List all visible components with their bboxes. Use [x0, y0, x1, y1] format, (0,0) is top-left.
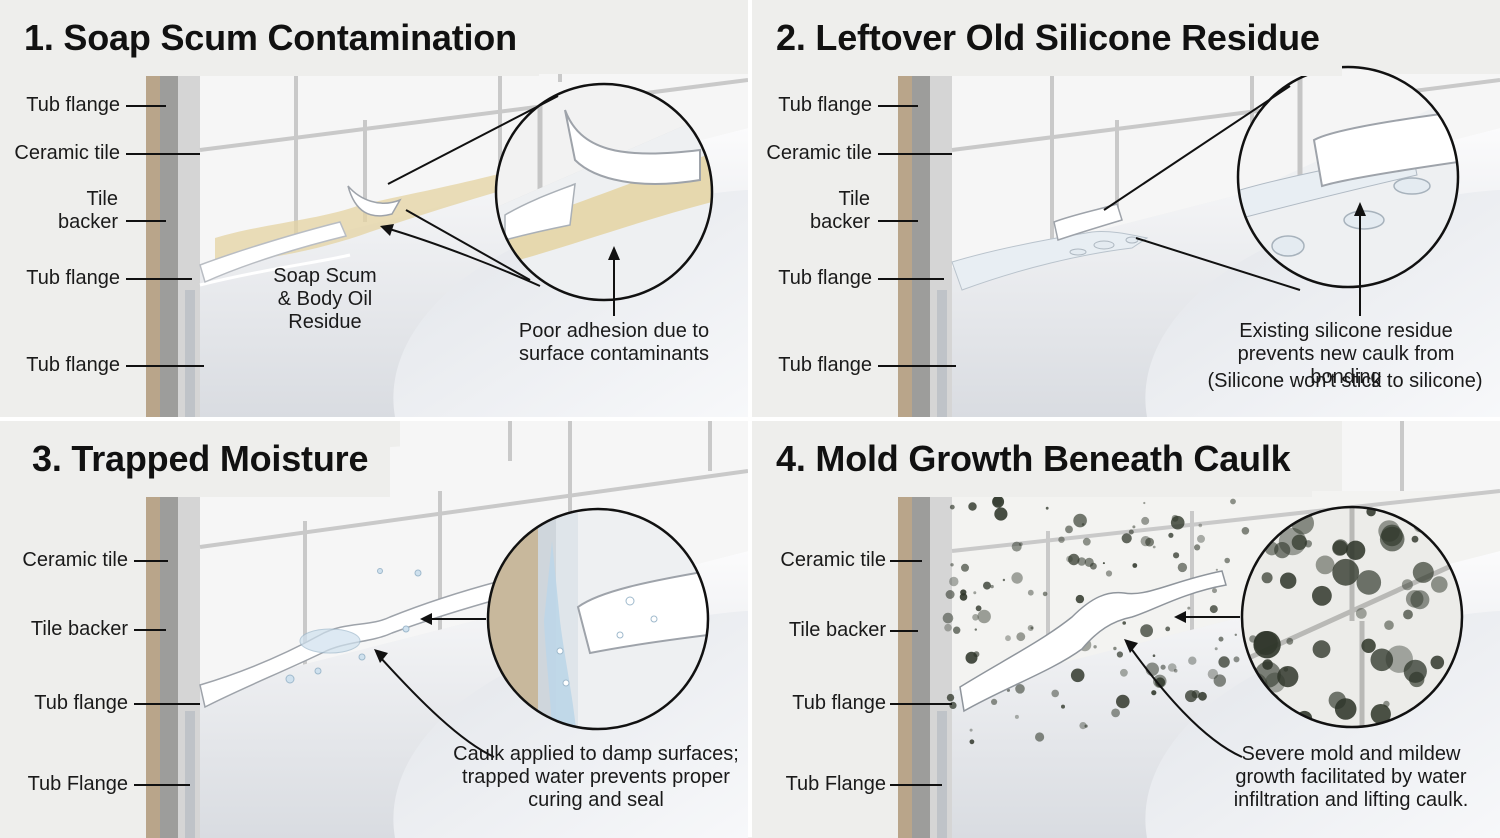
- magnified-view: [1238, 67, 1458, 287]
- new-caulk-bead: [1053, 203, 1123, 241]
- callout-poor-adhesion: Poor adhesion due to surface contaminant…: [518, 320, 710, 365]
- water-droplets: [285, 568, 422, 684]
- label-leaders: [134, 560, 200, 786]
- panel-2-illustration: [878, 65, 1500, 417]
- magnifier-ring: [1236, 65, 1460, 289]
- tile-backer-board: [160, 491, 178, 838]
- label-tile-backer: Tile backer: [788, 619, 886, 641]
- label-ceramic-tile: Ceramic tile: [22, 549, 128, 571]
- panel-4-title: 4. Mold Growth Beneath Caulk: [752, 421, 1313, 497]
- label-tub-flange-bottom: Tub flange: [778, 354, 872, 376]
- label-leaders: [126, 105, 204, 367]
- callout-silicone-residue: Existing silicone residue prevents new c…: [1237, 320, 1455, 388]
- caulk-bead: [199, 221, 348, 284]
- wall-stud: [146, 74, 160, 417]
- label-tub-flange-bottom: Tub flange: [26, 354, 120, 376]
- panel-1-illustration: [126, 74, 748, 417]
- callout-silicone-note: (Silicone won't stick to silicone): [1207, 370, 1483, 392]
- tile-backer-board: [912, 491, 930, 838]
- label-tub-flange: Tub flange: [34, 692, 128, 714]
- label-tile-backer: Tile backer: [57, 188, 118, 233]
- lifting-caulk: [347, 185, 402, 217]
- magnifier-ring: [486, 507, 710, 731]
- label-ceramic-tile: Ceramic tile: [780, 549, 886, 571]
- label-tub-flange-top: Tub flange: [778, 94, 872, 116]
- label-leaders: [878, 105, 956, 367]
- wall-stud: [898, 491, 912, 838]
- label-tub-flange: Tub flange: [792, 692, 886, 714]
- label-leaders: [890, 560, 952, 786]
- panel-2-title: 2. Leftover Old Silicone Residue: [752, 0, 1342, 76]
- label-tub-flange-mid: Tub flange: [778, 267, 872, 289]
- panel-trapped-moisture: 3. Trapped Moisture Ceramic tile Tile ba…: [0, 421, 748, 838]
- panel-4-illustration: [890, 421, 1500, 838]
- panel-divider-horizontal: [0, 417, 1500, 421]
- panel-mold-growth: 4. Mold Growth Beneath Caulk Ceramic til…: [752, 421, 1500, 838]
- label-tile-backer: Tile backer: [809, 188, 870, 233]
- panel-3-title: 3. Trapped Moisture: [8, 421, 391, 497]
- magnifier-ring: [494, 82, 714, 302]
- label-tub-flange-top: Tub flange: [26, 94, 120, 116]
- panel-soap-scum: 1. Soap Scum Contamination Tub flange Ce…: [0, 0, 748, 417]
- magnified-view: [488, 509, 708, 729]
- magnifier-ring: [1240, 505, 1464, 729]
- callout-soap-scum: Soap Scum & Body Oil Residue: [273, 265, 377, 333]
- panel-3-illustration: [134, 421, 748, 838]
- panel-old-silicone: 2. Leftover Old Silicone Residue Tub fla…: [752, 0, 1500, 417]
- tile-backer-board: [912, 74, 930, 417]
- label-tub-flange-mid: Tub flange: [26, 267, 120, 289]
- tile-backer-board: [160, 74, 178, 417]
- callout-trapped-moisture: Caulk applied to damp surfaces; trapped …: [453, 743, 739, 811]
- magnified-view: [1242, 507, 1462, 727]
- label-tile-backer: Tile backer: [30, 618, 128, 640]
- wall-stud: [146, 491, 160, 838]
- wall-stud: [898, 74, 912, 417]
- label-ceramic-tile: Ceramic tile: [14, 142, 120, 164]
- label-tub-flange-bottom: Tub Flange: [27, 773, 128, 795]
- label-ceramic-tile: Ceramic tile: [766, 142, 872, 164]
- label-tub-flange-bottom: Tub Flange: [785, 773, 886, 795]
- silicone-droplets: [1069, 236, 1139, 256]
- panel-1-title: 1. Soap Scum Contamination: [0, 0, 539, 76]
- lifting-caulk: [959, 570, 1227, 713]
- callout-mold-growth: Severe mold and mildew growth facilitate…: [1233, 743, 1469, 811]
- magnified-view: [496, 84, 712, 300]
